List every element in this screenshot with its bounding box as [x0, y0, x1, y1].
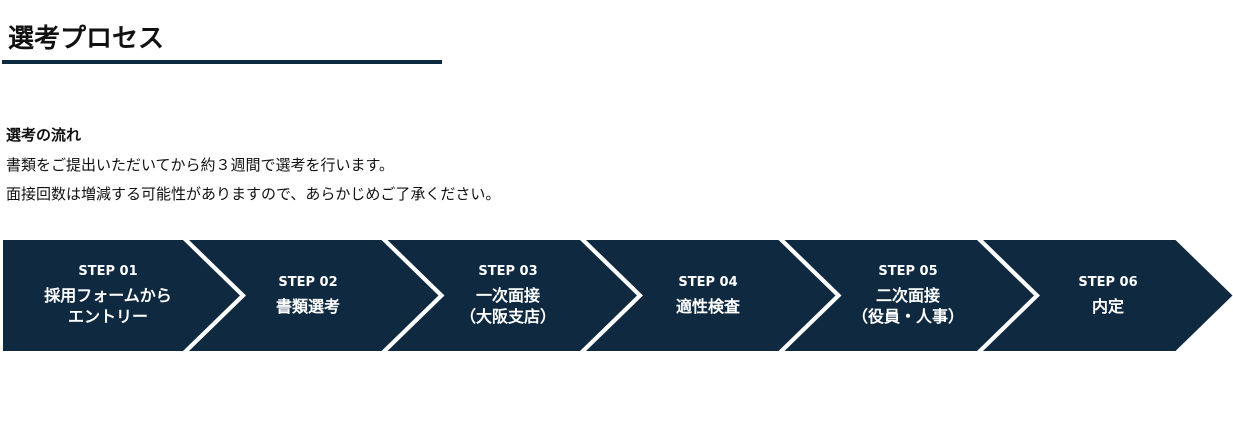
page-title: 選考プロセス	[8, 24, 165, 54]
step-label: 二次面接 （役員・人事）	[851, 286, 964, 326]
step-item: STEP 06 内定	[1008, 240, 1208, 351]
step-item: STEP 02 書類選考	[208, 240, 408, 351]
title-underline	[2, 60, 442, 64]
step-number: STEP 04	[678, 274, 738, 290]
step-label: 書類選考	[275, 296, 340, 316]
description-line-2: 面接回数は増減する可能性がありますので、あらかじめご了承ください。	[6, 185, 501, 203]
step-number: STEP 02	[278, 274, 338, 290]
description-line-1: 書類をご提出いただいてから約３週間で選考を行います。	[6, 156, 395, 174]
step-item: STEP 04 適性検査	[608, 240, 808, 351]
step-label: 内定	[1091, 296, 1124, 316]
step-label: 採用フォームから エントリー	[44, 286, 172, 326]
step-item: STEP 03 一次面接 （大阪支店）	[408, 240, 608, 351]
step-item: STEP 01 採用フォームから エントリー	[8, 240, 208, 351]
step-number: STEP 01	[78, 264, 138, 279]
step-number: STEP 06	[1078, 274, 1138, 290]
step-item: STEP 05 二次面接 （役員・人事）	[808, 240, 1008, 351]
section-heading: 選考の流れ	[6, 126, 82, 144]
step-label: 一次面接 （大阪支店）	[459, 286, 556, 326]
step-number: STEP 03	[478, 264, 538, 279]
step-number: STEP 05	[878, 264, 938, 279]
step-label: 適性検査	[675, 296, 740, 316]
